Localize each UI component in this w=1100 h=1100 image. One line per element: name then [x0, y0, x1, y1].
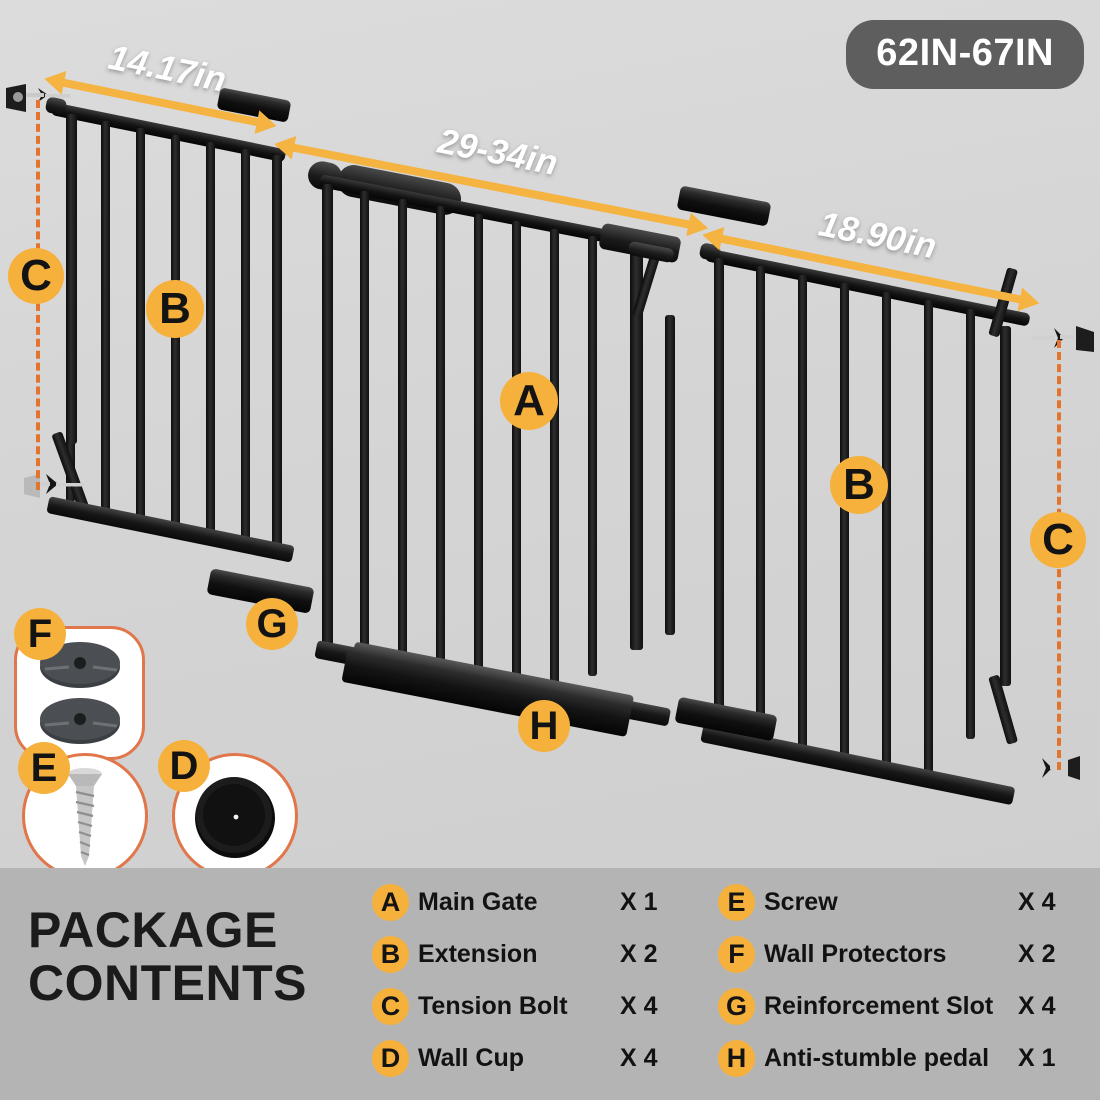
package-title-line2: CONTENTS: [28, 954, 307, 1011]
package-item-h: H Anti-stumble pedal X 1: [718, 1032, 1093, 1084]
item-name-d: Wall Cup: [418, 1043, 525, 1072]
tension-bolt-icon: [24, 474, 84, 498]
item-name-c: Tension Bolt: [418, 991, 568, 1020]
item-name-g: Reinforcement Slot: [764, 991, 994, 1020]
item-qty-h: X 1: [1018, 1043, 1056, 1072]
main-gate-panel: [300, 150, 700, 727]
size-range-tag: 62IN-67IN: [846, 20, 1084, 89]
item-qty-e: X 4: [1018, 887, 1056, 916]
callout-letter: A: [513, 376, 545, 425]
package-item-g: G Reinforcement Slot X 4: [718, 980, 1093, 1032]
item-name-e: Screw: [764, 887, 838, 916]
package-item-a: A Main Gate X 1: [372, 876, 702, 928]
package-title-line1: PACKAGE: [28, 902, 278, 958]
package-right-column: E Screw X 4 F Wall Protectors X 2 G Rein…: [718, 876, 1093, 1084]
package-item-b: B Extension X 2: [372, 928, 702, 980]
item-badge-f: F: [718, 935, 755, 973]
callout-letter: E: [30, 746, 58, 790]
right-panel-bar: [924, 300, 933, 778]
callout-b-left: B: [146, 280, 204, 338]
package-left-column: A Main Gate X 1 B Extension X 2 C Tensio…: [372, 876, 702, 1084]
tension-bolt-icon: [6, 84, 70, 112]
callout-f-protectors: F: [14, 608, 66, 660]
callout-b-right: B: [830, 456, 888, 514]
item-badge-a: A: [372, 883, 409, 921]
package-item-c: C Tension Bolt X 4: [372, 980, 702, 1032]
right-panel-bar: [798, 275, 807, 753]
main-gate-bar: [398, 199, 407, 665]
callout-letter: C: [20, 251, 52, 300]
callout-c-right: C: [1030, 512, 1086, 568]
package-item-d: D Wall Cup X 4: [372, 1032, 702, 1084]
item-badge-g: G: [718, 987, 755, 1025]
callout-letter: D: [169, 744, 199, 788]
left-panel-bar: [206, 142, 215, 538]
callout-d-wallcup: D: [158, 740, 210, 792]
left-panel-bar: [272, 155, 282, 555]
main-gate-bar: [588, 236, 597, 676]
main-gate-stile-lower: [665, 315, 675, 635]
left-panel-bar: [101, 121, 110, 511]
illustration-panel: 62IN-67IN: [0, 0, 1100, 868]
item-badge-e: E: [718, 883, 755, 921]
callout-letter: C: [1042, 515, 1074, 564]
callout-h-pedal: H: [518, 700, 570, 752]
main-gate-bar: [474, 214, 483, 676]
item-badge-b: B: [372, 935, 409, 973]
tension-bolt: [1018, 752, 1088, 799]
package-contents-panel: PACKAGE CONTENTS A Main Gate X 1 B Exten…: [0, 868, 1100, 1100]
item-qty-b: X 2: [620, 939, 658, 968]
package-item-f: F Wall Protectors X 2: [718, 928, 1093, 980]
item-name-a: Main Gate: [418, 887, 538, 916]
callout-e-screw: E: [18, 742, 70, 794]
item-qty-a: X 1: [620, 887, 658, 916]
screw-icon: [68, 767, 102, 866]
package-contents-title: PACKAGE CONTENTS: [28, 904, 358, 1009]
wall-protectors-icon: [39, 642, 120, 744]
right-panel-bar: [882, 292, 891, 770]
item-qty-g: X 4: [1018, 991, 1056, 1020]
right-extension-panel: [698, 236, 1040, 806]
callout-letter: G: [256, 602, 288, 646]
tension-bolt-icon: [1032, 326, 1094, 352]
wall-cup-icon: [195, 777, 275, 858]
item-badge-d: D: [372, 1039, 409, 1077]
right-panel-bar: [714, 258, 724, 736]
item-name-f: Wall Protectors: [764, 939, 947, 968]
right-panel-bar: [840, 283, 849, 761]
right-panel-stile: [1000, 326, 1011, 686]
tension-bolt: [4, 82, 74, 127]
callout-letter: F: [27, 612, 53, 656]
item-badge-c: C: [372, 987, 409, 1025]
callout-c-left: C: [8, 248, 64, 304]
main-gate-bar: [322, 184, 333, 654]
item-qty-c: X 4: [620, 991, 658, 1020]
package-item-e: E Screw X 4: [718, 876, 1093, 928]
right-panel-bar: [966, 309, 975, 739]
left-panel-stile: [66, 114, 77, 444]
callout-g-slot: G: [246, 598, 298, 650]
tension-bolt: [1030, 322, 1100, 371]
main-gate-bar: [550, 229, 559, 687]
item-qty-f: X 2: [1018, 939, 1056, 968]
callout-letter: B: [843, 460, 875, 509]
tension-bolt-icon: [1020, 756, 1080, 780]
main-gate-bar: [360, 191, 369, 659]
left-panel-bar: [136, 128, 145, 520]
left-panel-bar: [241, 149, 250, 547]
tension-bolt: [22, 470, 92, 515]
right-panel-bar: [756, 266, 765, 744]
main-gate-stile-right: [630, 250, 643, 650]
item-name-h: Anti-stumble pedal: [764, 1043, 990, 1072]
item-badge-h: H: [718, 1039, 755, 1077]
callout-letter: B: [159, 284, 191, 333]
item-name-b: Extension: [418, 939, 538, 968]
callout-letter: H: [529, 704, 559, 748]
main-gate-bar: [512, 221, 521, 681]
callout-a-main: A: [500, 372, 558, 430]
screw-inset: [22, 753, 148, 868]
item-qty-d: X 4: [620, 1043, 658, 1072]
main-gate-bar: [436, 206, 445, 670]
